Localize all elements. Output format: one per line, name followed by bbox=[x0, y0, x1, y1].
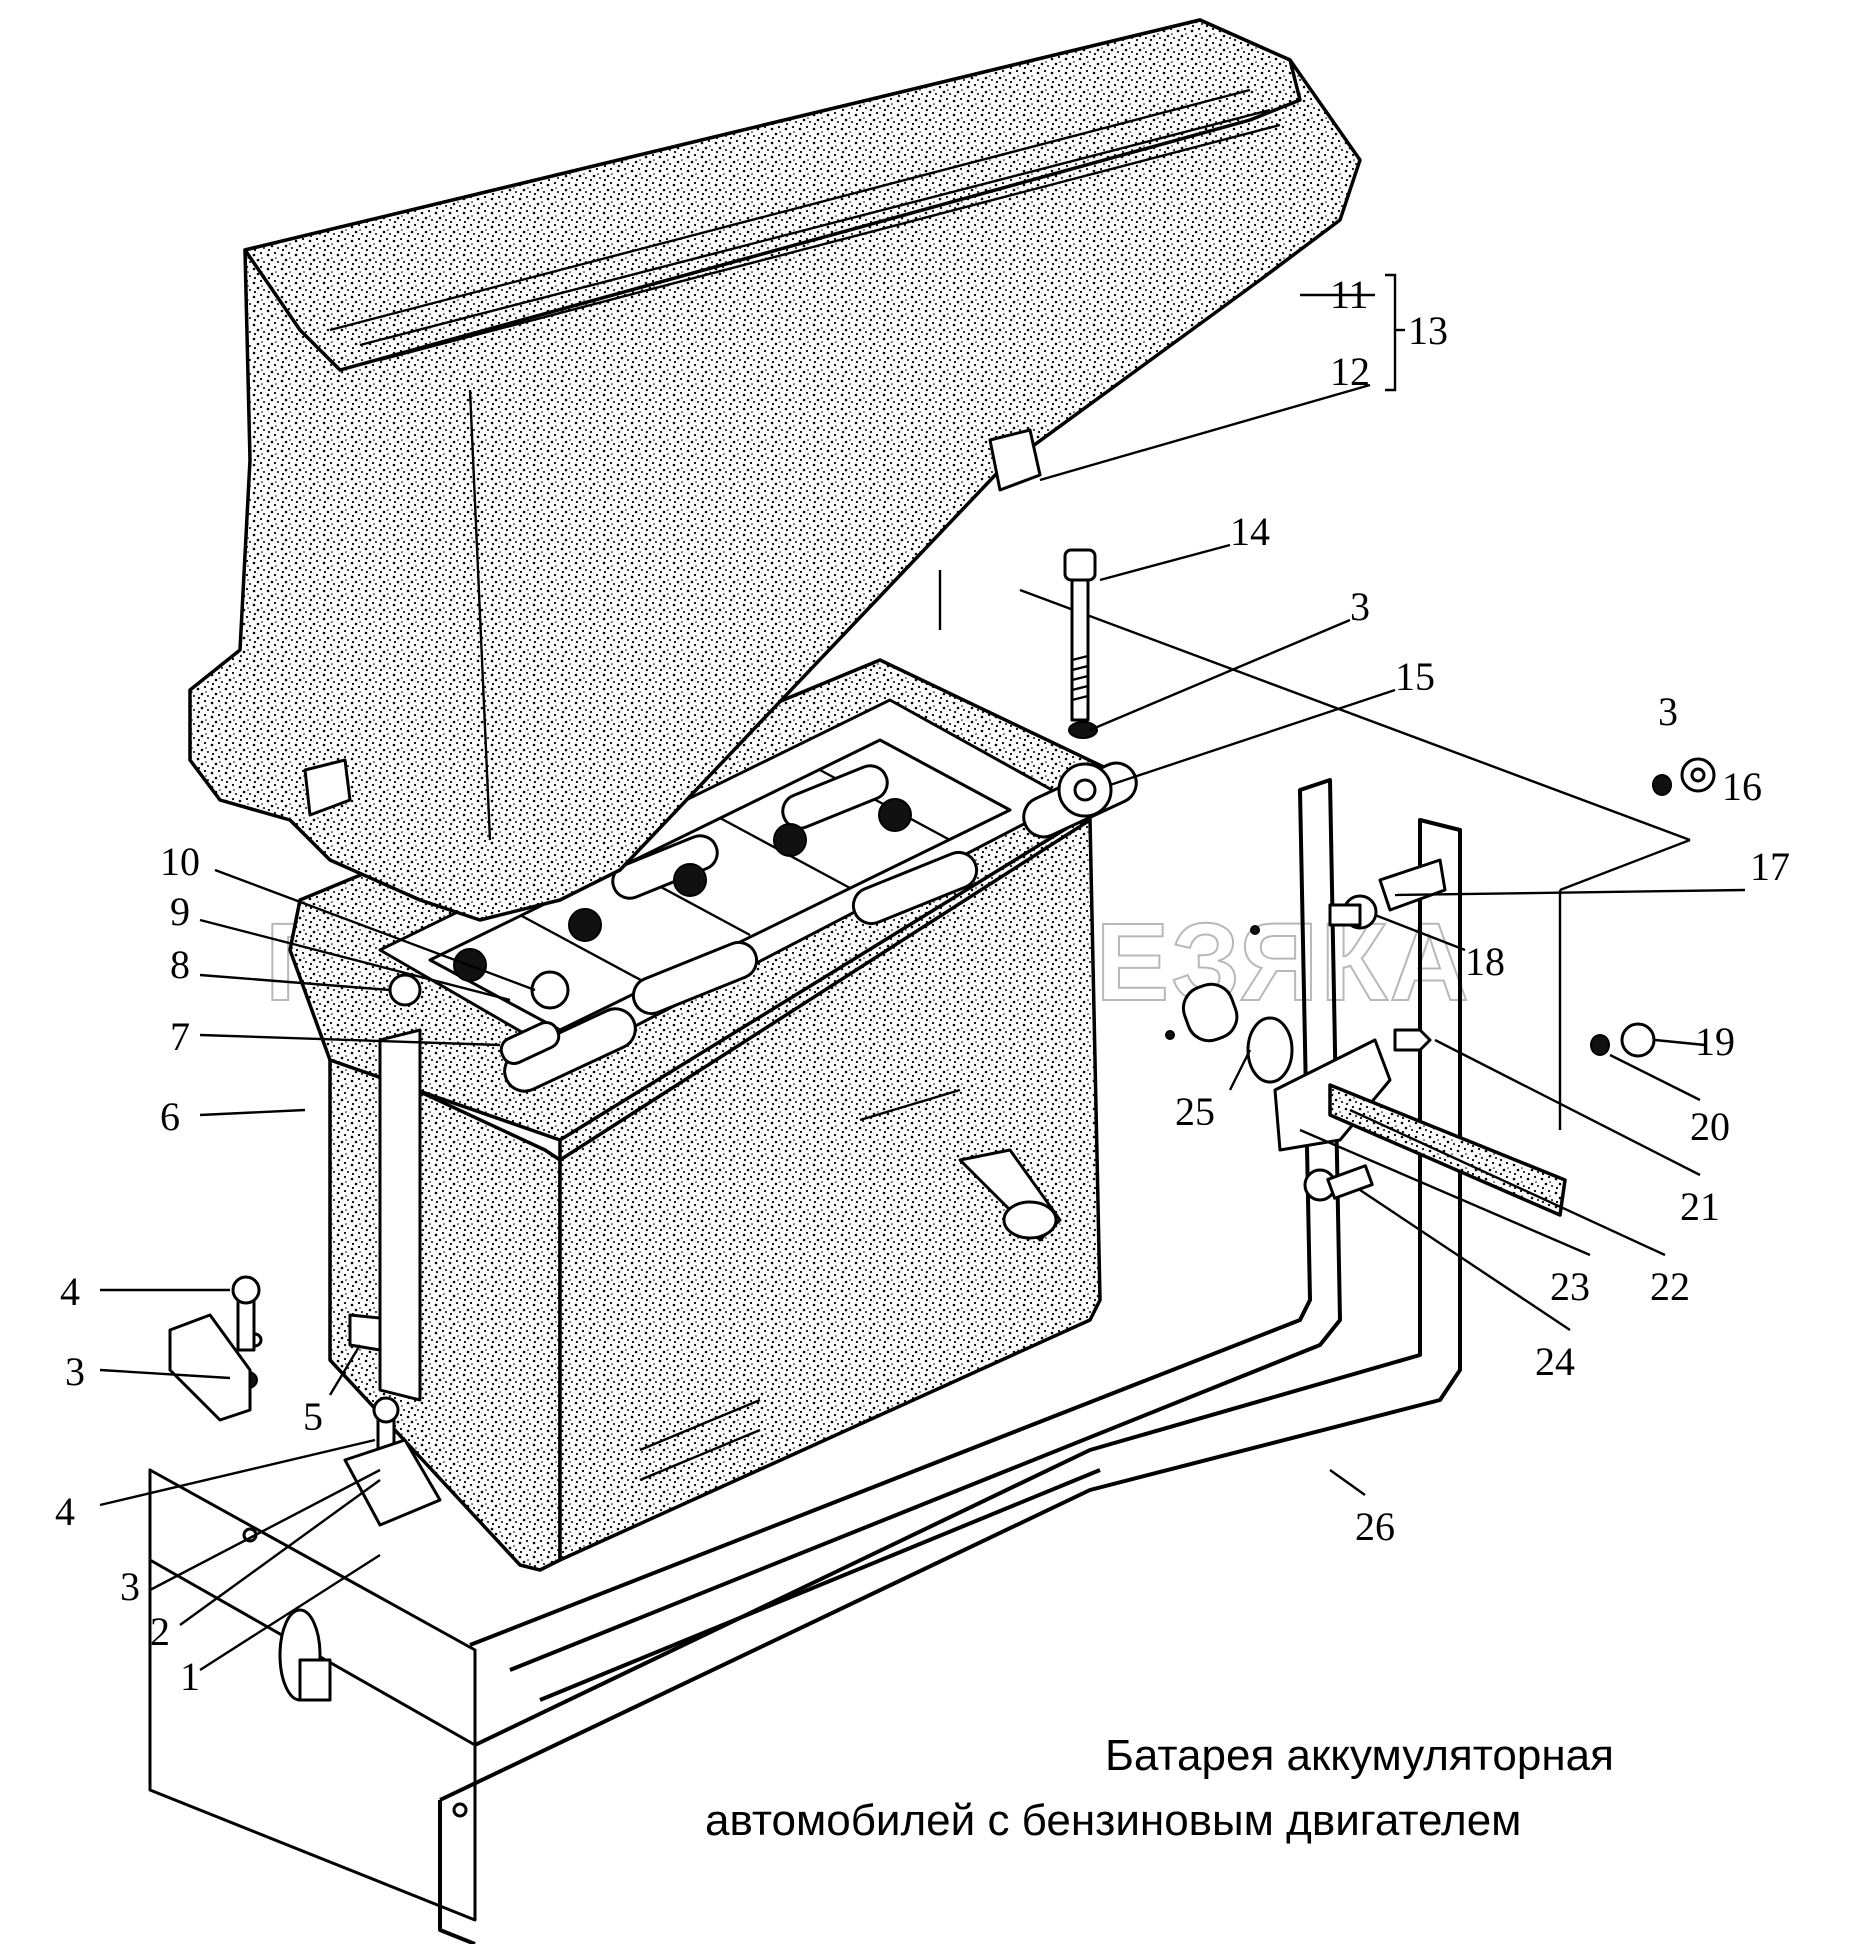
callout-3-right: 3 bbox=[1658, 689, 1678, 734]
callout-3-top: 3 bbox=[1350, 584, 1370, 629]
callout-22: 22 bbox=[1650, 1264, 1690, 1309]
callout-24: 24 bbox=[1535, 1339, 1575, 1384]
callout-16: 16 bbox=[1722, 764, 1762, 809]
callout-17: 17 bbox=[1750, 844, 1790, 889]
callout-12: 12 bbox=[1330, 349, 1370, 394]
battery-top bbox=[378, 698, 1138, 1093]
callout-2: 2 bbox=[150, 1609, 170, 1654]
diagram-title-line-1: Батарея аккумуляторная bbox=[1105, 1731, 1614, 1780]
callout-8: 8 bbox=[170, 942, 190, 987]
front-hinge bbox=[958, 1148, 1062, 1242]
callout-1: 1 bbox=[180, 1654, 200, 1699]
left-hardware bbox=[168, 973, 561, 1702]
hold-down-bolt bbox=[1063, 548, 1098, 739]
leader-lines bbox=[99, 273, 1746, 1672]
callout-26: 26 bbox=[1355, 1504, 1395, 1549]
terminal-clamp bbox=[1057, 762, 1113, 818]
callout-10: 10 bbox=[160, 839, 200, 884]
callout-19: 19 bbox=[1695, 1019, 1735, 1064]
callout-14: 14 bbox=[1230, 509, 1270, 554]
callout-25: 25 bbox=[1175, 1089, 1215, 1134]
callout-23: 23 bbox=[1550, 1264, 1590, 1309]
callout-9: 9 bbox=[170, 889, 190, 934]
callout-11: 11 bbox=[1330, 272, 1369, 317]
battery-lid bbox=[188, 18, 1362, 922]
callout-21: 21 bbox=[1680, 1184, 1720, 1229]
callout-13: 13 bbox=[1408, 308, 1448, 353]
callout-4-bottom: 4 bbox=[55, 1489, 75, 1534]
callout-20: 20 bbox=[1690, 1104, 1730, 1149]
callout-6: 6 bbox=[160, 1094, 180, 1139]
diagram-title-line-2: автомобилей с бензиновым двигателем bbox=[705, 1796, 1521, 1845]
callout-5: 5 bbox=[303, 1394, 323, 1439]
callout-labels: 11 13 12 14 3 15 3 16 17 18 19 20 21 22 … bbox=[55, 272, 1790, 1699]
callout-3-left: 3 bbox=[65, 1349, 85, 1394]
callout-3-bottom: 3 bbox=[120, 1564, 140, 1609]
callout-15: 15 bbox=[1395, 654, 1435, 699]
callout-4-top: 4 bbox=[60, 1269, 80, 1314]
callout-18: 18 bbox=[1465, 939, 1505, 984]
callout-7: 7 bbox=[170, 1014, 190, 1059]
